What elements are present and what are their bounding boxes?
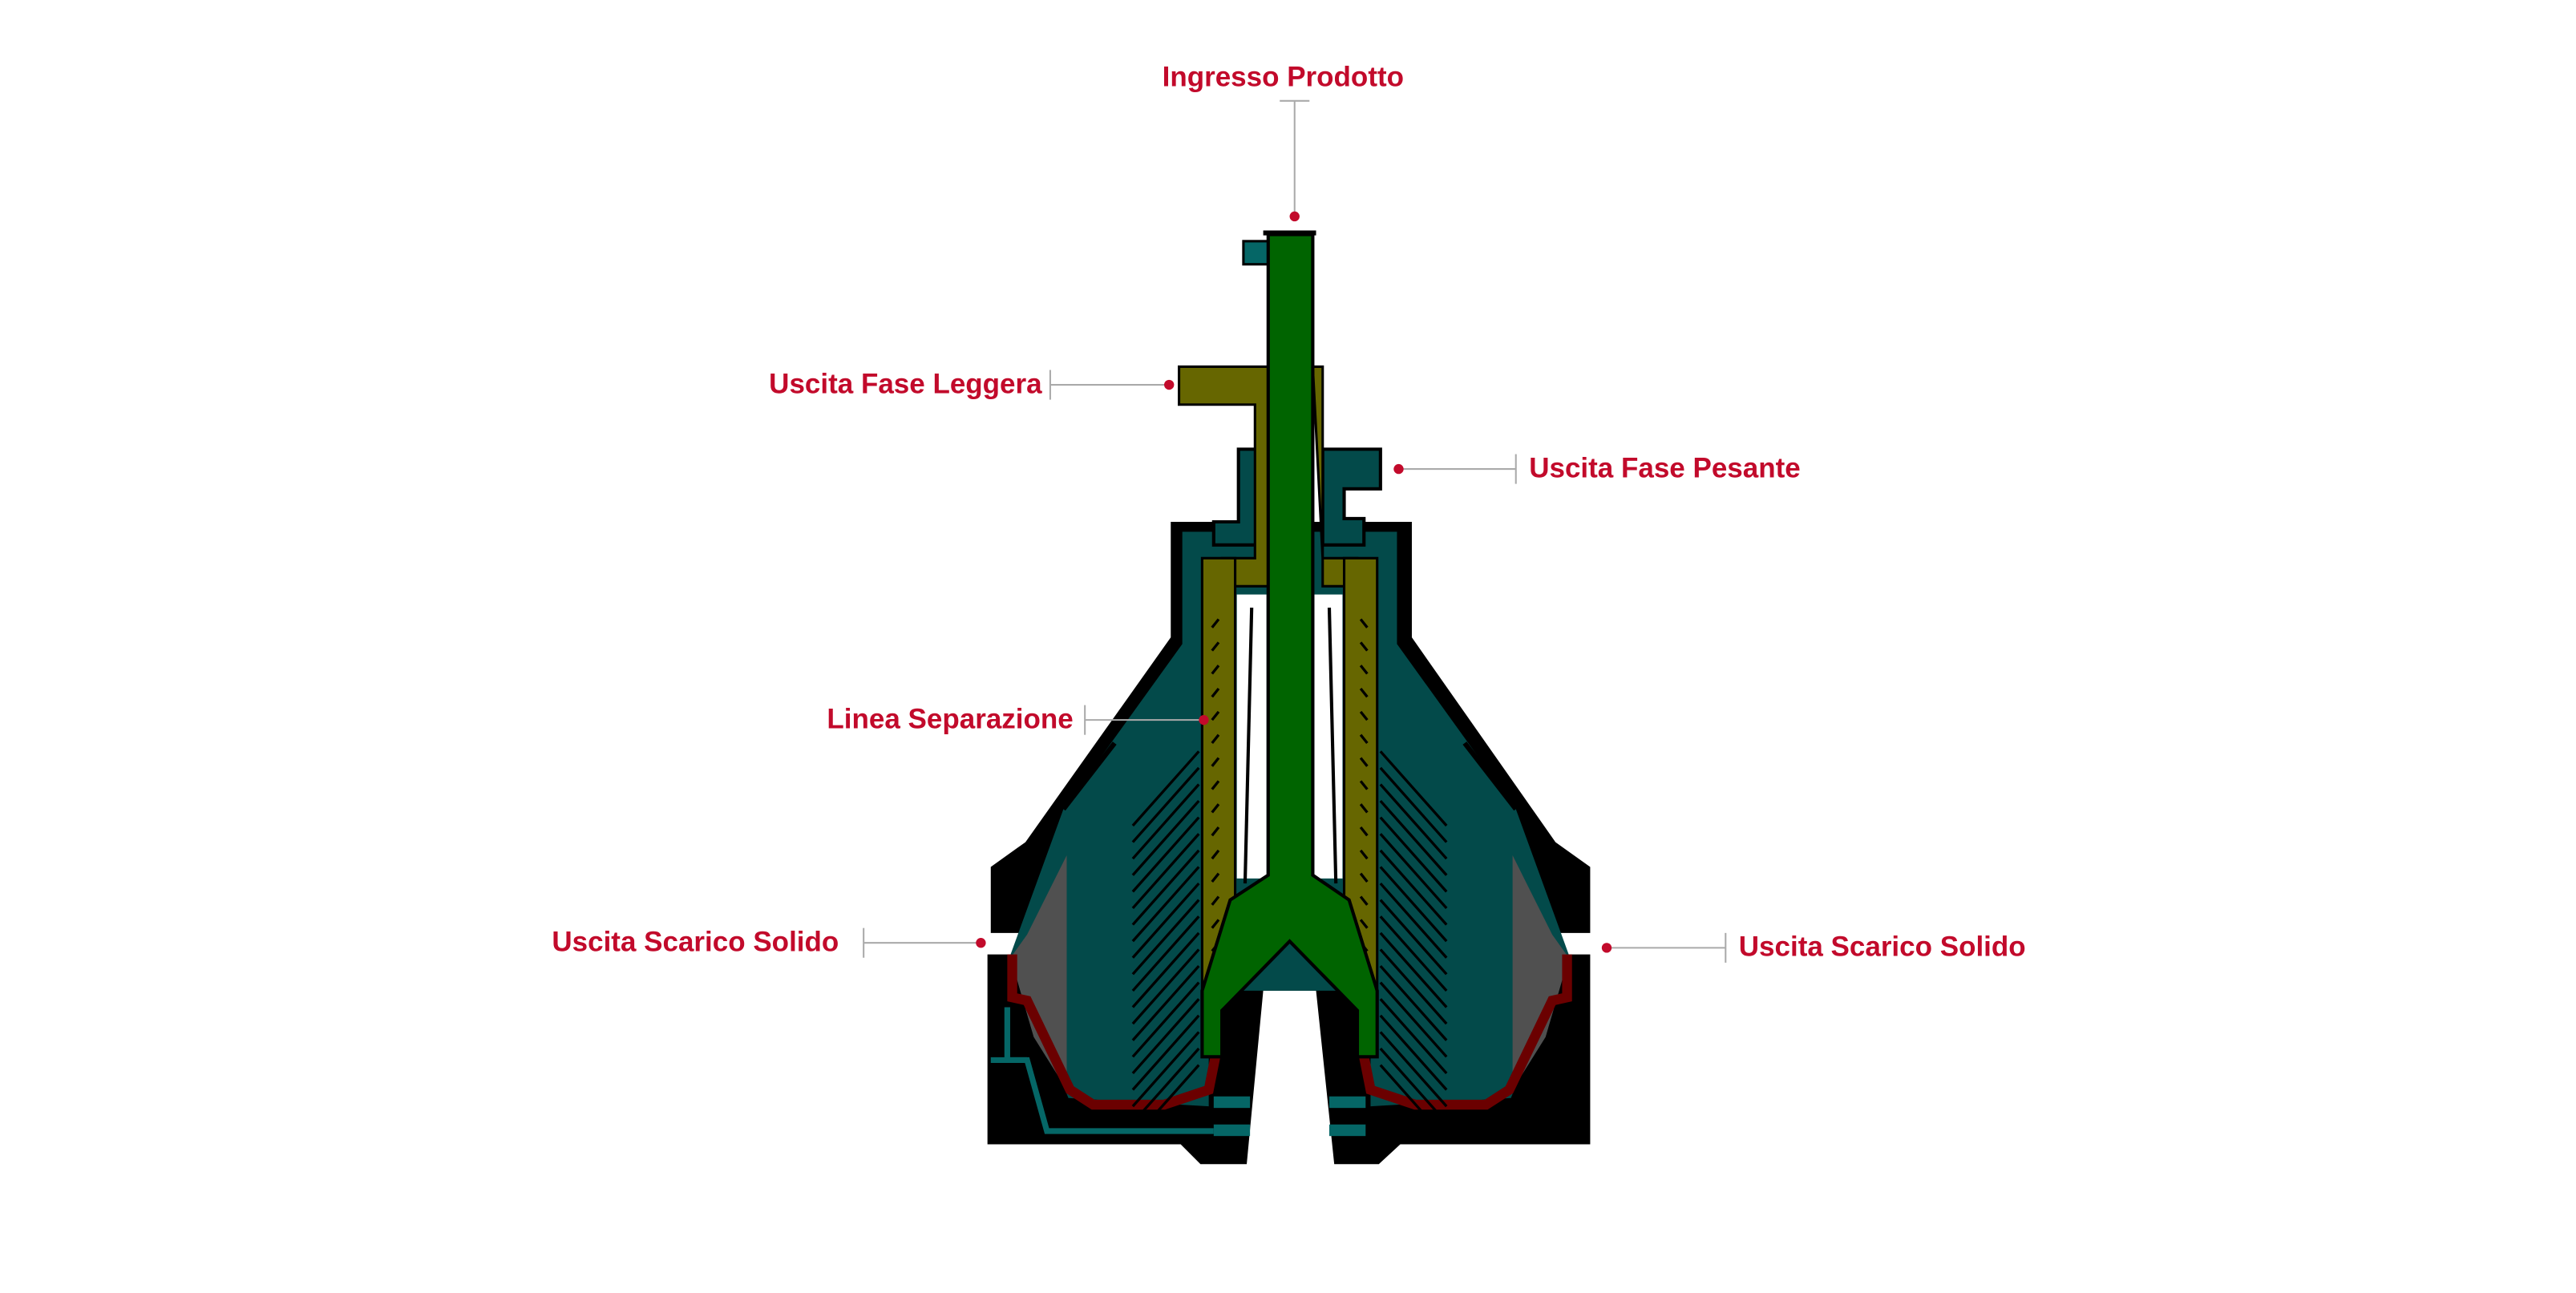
separation-mark bbox=[1359, 803, 1369, 814]
disk-line bbox=[1379, 882, 1448, 959]
disk-stack-left bbox=[1131, 750, 1200, 1141]
disk-line bbox=[1379, 750, 1448, 827]
disk-line bbox=[1379, 783, 1448, 860]
separation-mark bbox=[1359, 895, 1369, 906]
separation-mark bbox=[1359, 665, 1369, 675]
separation-mark bbox=[1211, 849, 1220, 860]
label-solid-discharge-left: Uscita Scarico Solido bbox=[552, 926, 839, 957]
separation-mark bbox=[1211, 618, 1220, 628]
disk-line bbox=[1379, 766, 1448, 843]
label-heavy-outlet: Uscita Fase Pesante bbox=[1529, 452, 1801, 483]
solids-liner-left bbox=[1007, 954, 1224, 1110]
disk-line bbox=[1379, 981, 1448, 1058]
leader-light-outlet bbox=[1049, 370, 1175, 400]
separation-mark bbox=[1211, 803, 1220, 814]
disk-line bbox=[1131, 1064, 1200, 1141]
disk-line bbox=[1131, 1014, 1200, 1091]
solids-chamber-right bbox=[1512, 855, 1569, 1090]
separation-mark bbox=[1359, 919, 1369, 929]
disk-line bbox=[1131, 964, 1200, 1041]
disk-line bbox=[1379, 915, 1448, 992]
disk-line bbox=[1379, 833, 1448, 910]
separation-mark bbox=[1211, 757, 1220, 767]
disk-line bbox=[1379, 799, 1448, 876]
disk-line bbox=[1131, 882, 1200, 959]
disk-line bbox=[1131, 915, 1200, 992]
disk-line bbox=[1131, 750, 1200, 827]
separation-mark bbox=[1211, 919, 1220, 929]
disk-line bbox=[1131, 766, 1200, 843]
separation-mark bbox=[1359, 780, 1369, 790]
disk-line bbox=[1131, 948, 1200, 1025]
disk-line bbox=[1131, 849, 1200, 926]
label-solid-discharge-right: Uscita Scarico Solido bbox=[1739, 931, 2026, 963]
feed-pipe-teal bbox=[1242, 240, 1270, 266]
disk-line bbox=[1131, 1047, 1200, 1124]
disk-line bbox=[1379, 1031, 1448, 1108]
disk-line bbox=[1379, 964, 1448, 1041]
heavy-phase-neck-left bbox=[1211, 447, 1260, 547]
separation-mark bbox=[1359, 872, 1369, 883]
solids-chamber-left bbox=[1010, 855, 1067, 1090]
separation-mark bbox=[1359, 687, 1369, 698]
separation-mark bbox=[1211, 780, 1220, 790]
separation-mark bbox=[1359, 757, 1369, 767]
disk-line bbox=[1379, 998, 1448, 1075]
disk-line bbox=[1131, 899, 1200, 976]
separation-mark bbox=[1211, 733, 1220, 745]
disk-line bbox=[1379, 816, 1448, 893]
disk-line bbox=[1131, 816, 1200, 893]
label-separation-line: Linea Separazione bbox=[827, 703, 1073, 734]
solids-liner-right bbox=[1356, 954, 1572, 1110]
disk-line bbox=[1379, 948, 1448, 1025]
disk-line bbox=[1131, 981, 1200, 1058]
separation-mark bbox=[1211, 710, 1220, 721]
leader-heavy-outlet bbox=[1393, 454, 1517, 484]
label-inlet: Ingresso Prodotto bbox=[1163, 61, 1404, 92]
disk-line bbox=[1131, 998, 1200, 1075]
separation-mark bbox=[1359, 710, 1369, 721]
disk-line bbox=[1131, 799, 1200, 876]
disk-line bbox=[1131, 783, 1200, 860]
disk-line bbox=[1379, 931, 1448, 1008]
separation-mark bbox=[1211, 895, 1220, 906]
disk-line bbox=[1131, 866, 1200, 943]
leader-solid-right bbox=[1601, 932, 1727, 963]
separation-mark bbox=[1359, 826, 1369, 837]
label-light-outlet: Uscita Fase Leggera bbox=[769, 368, 1042, 399]
disk-line bbox=[1379, 899, 1448, 976]
separation-mark bbox=[1211, 641, 1220, 652]
leader-separation bbox=[1084, 705, 1209, 735]
separation-mark bbox=[1359, 618, 1369, 628]
separation-mark bbox=[1359, 733, 1369, 745]
separation-mark bbox=[1359, 641, 1369, 652]
disk-stack-right bbox=[1379, 750, 1448, 1141]
heavy-phase-outlet bbox=[1320, 447, 1382, 547]
disk-line bbox=[1379, 849, 1448, 926]
separation-mark bbox=[1359, 849, 1369, 860]
disk-line bbox=[1131, 1031, 1200, 1108]
product-feed-stem bbox=[1200, 232, 1379, 1059]
disk-line bbox=[1131, 833, 1200, 910]
disk-line bbox=[1379, 1014, 1448, 1091]
leader-inlet bbox=[1280, 99, 1310, 222]
separation-mark bbox=[1211, 687, 1220, 698]
disk-line bbox=[1131, 931, 1200, 1008]
separation-mark bbox=[1211, 665, 1220, 675]
disk-line bbox=[1379, 1047, 1448, 1124]
disk-line bbox=[1379, 1064, 1448, 1141]
leader-solid-left bbox=[863, 927, 986, 958]
separation-mark bbox=[1211, 872, 1220, 883]
separation-mark bbox=[1211, 826, 1220, 837]
disk-line bbox=[1379, 866, 1448, 943]
